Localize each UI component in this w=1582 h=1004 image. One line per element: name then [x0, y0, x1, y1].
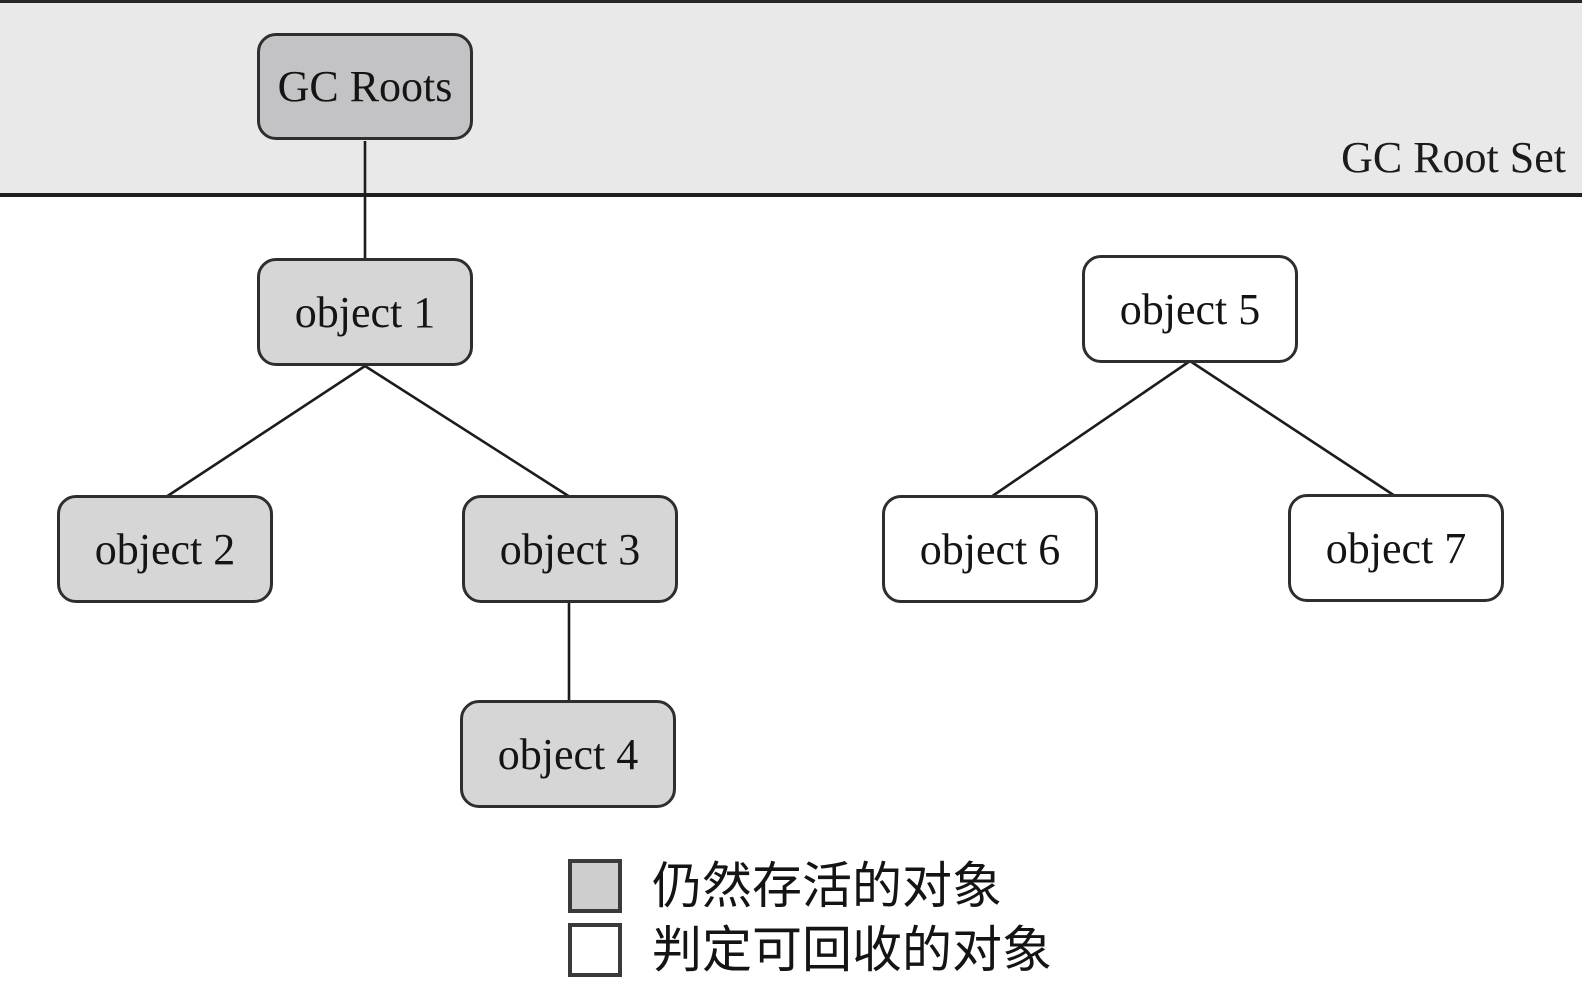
legend: 仍然存活的对象 判定可回收的对象	[568, 858, 1052, 986]
legend-label-live: 仍然存活的对象	[652, 858, 1002, 914]
edge-object1-object3	[364, 364, 571, 499]
node-object-1: object 1	[257, 258, 473, 366]
live-object-swatch-icon	[568, 859, 622, 913]
edge-object5-object7	[1189, 359, 1396, 498]
legend-item-live: 仍然存活的对象	[568, 858, 1052, 914]
legend-label-recyclable: 判定可回收的对象	[652, 922, 1052, 978]
recyclable-object-swatch-icon	[568, 923, 622, 977]
gc-root-set-label: GC Root Set	[1341, 133, 1566, 182]
edge-object5-object6	[990, 359, 1191, 499]
node-object-7: object 7	[1288, 494, 1504, 602]
edge-object1-object2	[165, 364, 366, 499]
legend-item-recyclable: 判定可回收的对象	[568, 922, 1052, 978]
node-object-2: object 2	[57, 495, 273, 603]
node-object-4: object 4	[460, 700, 676, 808]
node-object-3: object 3	[462, 495, 678, 603]
node-object-5: object 5	[1082, 255, 1298, 363]
node-object-6: object 6	[882, 495, 1098, 603]
node-gc-roots: GC Roots	[257, 33, 473, 140]
